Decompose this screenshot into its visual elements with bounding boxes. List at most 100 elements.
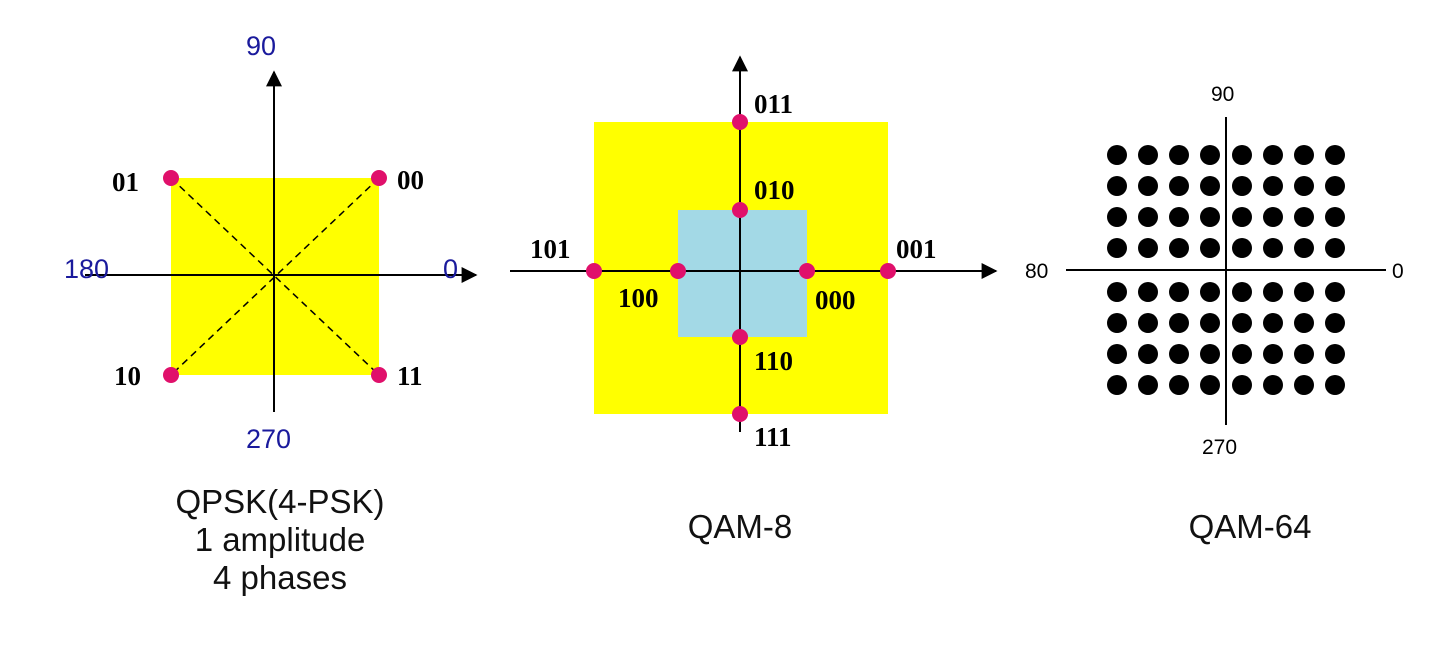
qam8-label-110: 110 xyxy=(754,346,793,376)
qam64-symbol-dot xyxy=(1200,145,1220,165)
qam64-symbol-dot xyxy=(1169,145,1189,165)
qam8-label-010: 010 xyxy=(754,175,795,205)
qam64-symbol-dot xyxy=(1138,145,1158,165)
qpsk-point-00 xyxy=(371,170,387,186)
qam64-symbol-dot xyxy=(1169,176,1189,196)
qam64-symbol-dot xyxy=(1169,375,1189,395)
qam8-point-110 xyxy=(732,329,748,345)
qam8-label-100: 100 xyxy=(618,283,659,313)
qpsk-caption-phases: 4 phases xyxy=(213,559,347,596)
qam64-symbol-dot xyxy=(1294,313,1314,333)
qpsk-label-10: 10 xyxy=(114,361,141,391)
qam64-angle-0: 0 xyxy=(1392,260,1404,283)
qam8-point-011 xyxy=(732,114,748,130)
qam64-symbol-dot xyxy=(1169,313,1189,333)
qpsk-angle-270: 270 xyxy=(246,424,291,454)
qam8-caption: QAM-8 xyxy=(687,508,793,545)
qpsk-caption-amplitude: 1 amplitude xyxy=(194,521,366,558)
qam8-point-000 xyxy=(799,263,815,279)
qam64-symbol-dot xyxy=(1138,375,1158,395)
qam64-angle-80: 80 xyxy=(1025,260,1048,283)
qam64-diagram: 90 80 0 270 xyxy=(1025,83,1404,459)
qam64-symbol-dot xyxy=(1138,282,1158,302)
qam64-symbol-dot xyxy=(1294,145,1314,165)
qam64-symbol-dot xyxy=(1200,313,1220,333)
qpsk-angle-0: 0 xyxy=(443,254,458,284)
qam64-symbol-dot xyxy=(1107,282,1127,302)
qam64-symbol-dot xyxy=(1107,313,1127,333)
qam64-symbol-dot xyxy=(1200,344,1220,364)
qam64-symbol-dot xyxy=(1263,375,1283,395)
qam64-symbol-dot xyxy=(1325,375,1345,395)
qam64-symbol-dot xyxy=(1200,375,1220,395)
qam64-symbol-dot xyxy=(1232,238,1252,258)
qam64-symbol-dot xyxy=(1107,238,1127,258)
qam64-symbol-dot xyxy=(1169,207,1189,227)
qam64-symbol-dot xyxy=(1325,207,1345,227)
qam64-symbol-dot xyxy=(1138,207,1158,227)
qam64-symbol-dot xyxy=(1200,238,1220,258)
qam64-symbol-grid xyxy=(1107,145,1345,395)
qam64-symbol-dot xyxy=(1263,207,1283,227)
qam64-symbol-dot xyxy=(1325,176,1345,196)
qam64-symbol-dot xyxy=(1294,207,1314,227)
qam64-symbol-dot xyxy=(1169,344,1189,364)
qam64-symbol-dot xyxy=(1138,238,1158,258)
qam8-label-011: 011 xyxy=(754,89,793,119)
qam8-label-000: 000 xyxy=(815,285,856,315)
qam64-symbol-dot xyxy=(1169,238,1189,258)
qpsk-point-01 xyxy=(163,170,179,186)
qam64-symbol-dot xyxy=(1294,176,1314,196)
qam64-symbol-dot xyxy=(1263,313,1283,333)
qpsk-label-01: 01 xyxy=(112,167,139,197)
qam64-symbol-dot xyxy=(1325,282,1345,302)
qam64-symbol-dot xyxy=(1325,145,1345,165)
qpsk-point-11 xyxy=(371,367,387,383)
qam64-symbol-dot xyxy=(1138,313,1158,333)
qpsk-diagram: 00 01 10 11 90 180 0 270 xyxy=(64,31,478,454)
qam64-symbol-dot xyxy=(1138,176,1158,196)
qam64-symbol-dot xyxy=(1200,176,1220,196)
qam8-point-111 xyxy=(732,406,748,422)
qpsk-caption: QPSK(4-PSK) 1 amplitude 4 phases xyxy=(130,483,430,597)
qam64-symbol-dot xyxy=(1107,375,1127,395)
qam64-symbol-dot xyxy=(1107,207,1127,227)
qam64-symbol-dot xyxy=(1169,282,1189,302)
qam64-angle-270: 270 xyxy=(1202,436,1237,459)
qam64-symbol-dot xyxy=(1263,282,1283,302)
qam64-angle-90: 90 xyxy=(1211,83,1234,106)
qam8-point-101 xyxy=(586,263,602,279)
qam8-label-111: 111 xyxy=(754,422,792,452)
qam64-symbol-dot xyxy=(1232,313,1252,333)
qam8-point-100 xyxy=(670,263,686,279)
qpsk-angle-180: 180 xyxy=(64,254,109,284)
qam64-symbol-dot xyxy=(1263,145,1283,165)
qam64-symbol-dot xyxy=(1232,176,1252,196)
qam8-diagram: 011 010 101 100 000 001 110 111 xyxy=(510,55,998,452)
qam64-symbol-dot xyxy=(1232,145,1252,165)
qpsk-caption-title: QPSK(4-PSK) xyxy=(175,483,385,520)
qam64-symbol-dot xyxy=(1294,375,1314,395)
qam8-label-101: 101 xyxy=(530,234,571,264)
qam64-symbol-dot xyxy=(1294,238,1314,258)
qpsk-label-11: 11 xyxy=(397,361,423,391)
qpsk-angle-90: 90 xyxy=(246,31,276,61)
qam64-symbol-dot xyxy=(1325,344,1345,364)
qam64-symbol-dot xyxy=(1325,238,1345,258)
qam64-symbol-dot xyxy=(1263,176,1283,196)
qam64-symbol-dot xyxy=(1107,176,1127,196)
qam64-symbol-dot xyxy=(1232,344,1252,364)
qam8-inner-square xyxy=(678,210,807,337)
qam64-symbol-dot xyxy=(1232,282,1252,302)
qam64-symbol-dot xyxy=(1294,344,1314,364)
qam64-symbol-dot xyxy=(1263,238,1283,258)
qam64-symbol-dot xyxy=(1232,375,1252,395)
qam64-symbol-dot xyxy=(1200,282,1220,302)
qam64-symbol-dot xyxy=(1232,207,1252,227)
qam64-symbol-dot xyxy=(1325,313,1345,333)
qam8-point-001 xyxy=(880,263,896,279)
qam64-symbol-dot xyxy=(1263,344,1283,364)
qam64-symbol-dot xyxy=(1200,207,1220,227)
qam64-symbol-dot xyxy=(1107,344,1127,364)
